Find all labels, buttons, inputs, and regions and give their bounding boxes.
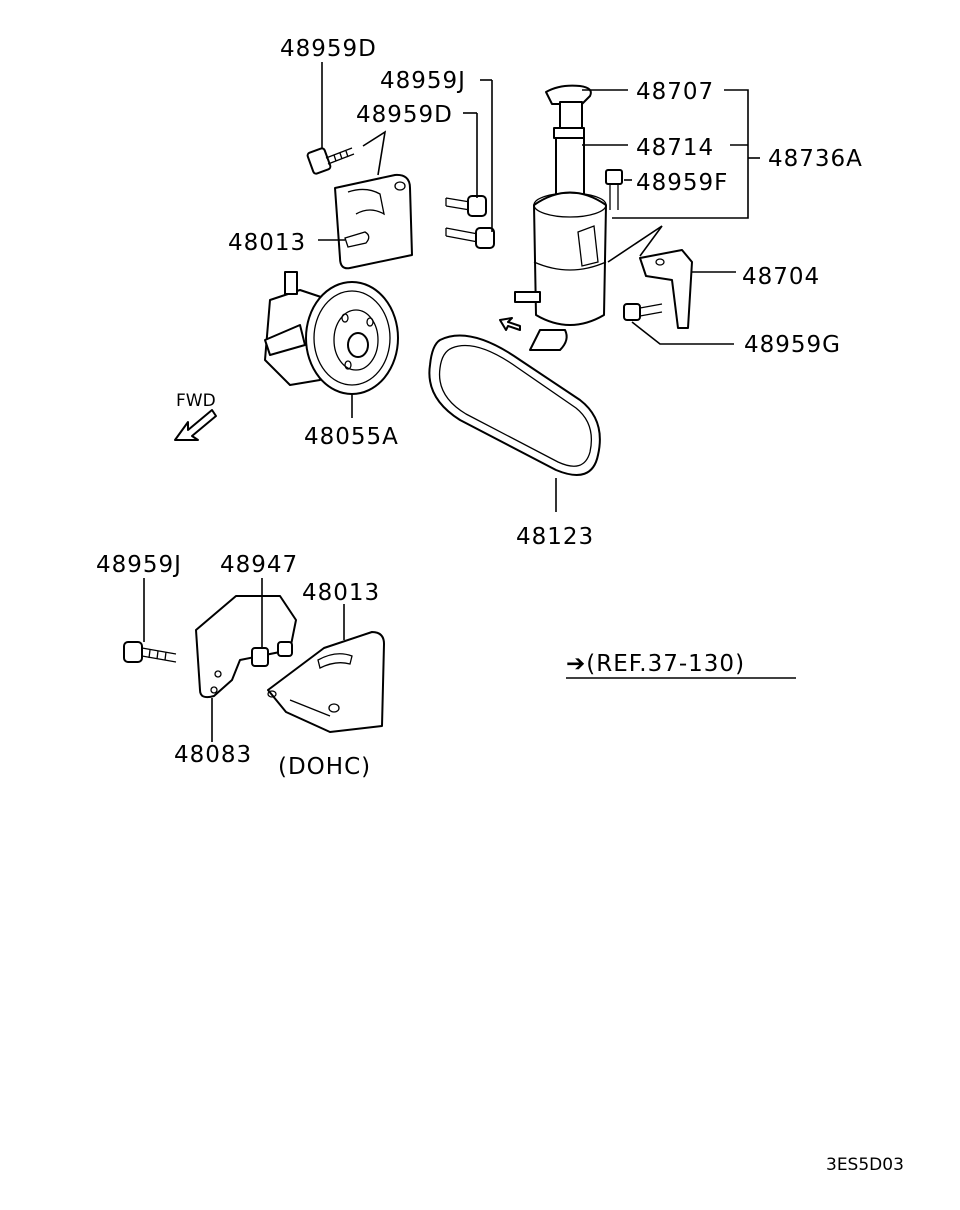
label-48083: 48083 [174,742,252,768]
fwd-arrow-icon [174,409,217,441]
label-48055A: 48055A [304,424,399,450]
ref-link[interactable]: ➔(REF.37-130) [566,651,745,677]
bolt-48959D-top [306,147,355,175]
bolt-48959J-bottom [123,641,177,663]
label-48959G: 48959G [744,332,841,358]
label-48947: 48947 [220,552,298,578]
bolt-48959G [623,303,663,321]
bracket-48013-bottom [267,631,385,733]
label-48123: 48123 [516,524,594,550]
bolt-48959F [605,169,623,210]
power-steering-pump-48055A [264,271,399,395]
bolt-48959D-mid [445,195,487,217]
bolt-48959J-top [445,227,495,249]
label-dohc: (DOHC) [278,754,371,780]
label-48959D-top: 48959D [280,36,377,62]
bracket-48013-top [334,173,413,270]
label-48013-bottom: 48013 [302,580,380,606]
nut-48947 [251,641,293,667]
diagram-code: 3ES5D03 [826,1155,904,1175]
label-48013-top: 48013 [228,230,306,256]
label-48959J-top: 48959J [380,68,466,94]
bracket-48083 [195,595,297,699]
drive-belt-48123 [428,334,601,476]
label-fwd: FWD [176,391,216,411]
label-48714: 48714 [636,135,714,161]
label-48959D-mid: 48959D [356,102,453,128]
direction-arrow-icon [499,317,521,331]
label-48704: 48704 [742,264,820,290]
label-48736A: 48736A [768,146,863,172]
label-48959F: 48959F [636,170,728,196]
label-48707: 48707 [636,79,714,105]
reservoir-assembly-48736A [514,84,607,351]
bracket-48704 [639,249,693,329]
label-48959J-bottom: 48959J [96,552,182,578]
